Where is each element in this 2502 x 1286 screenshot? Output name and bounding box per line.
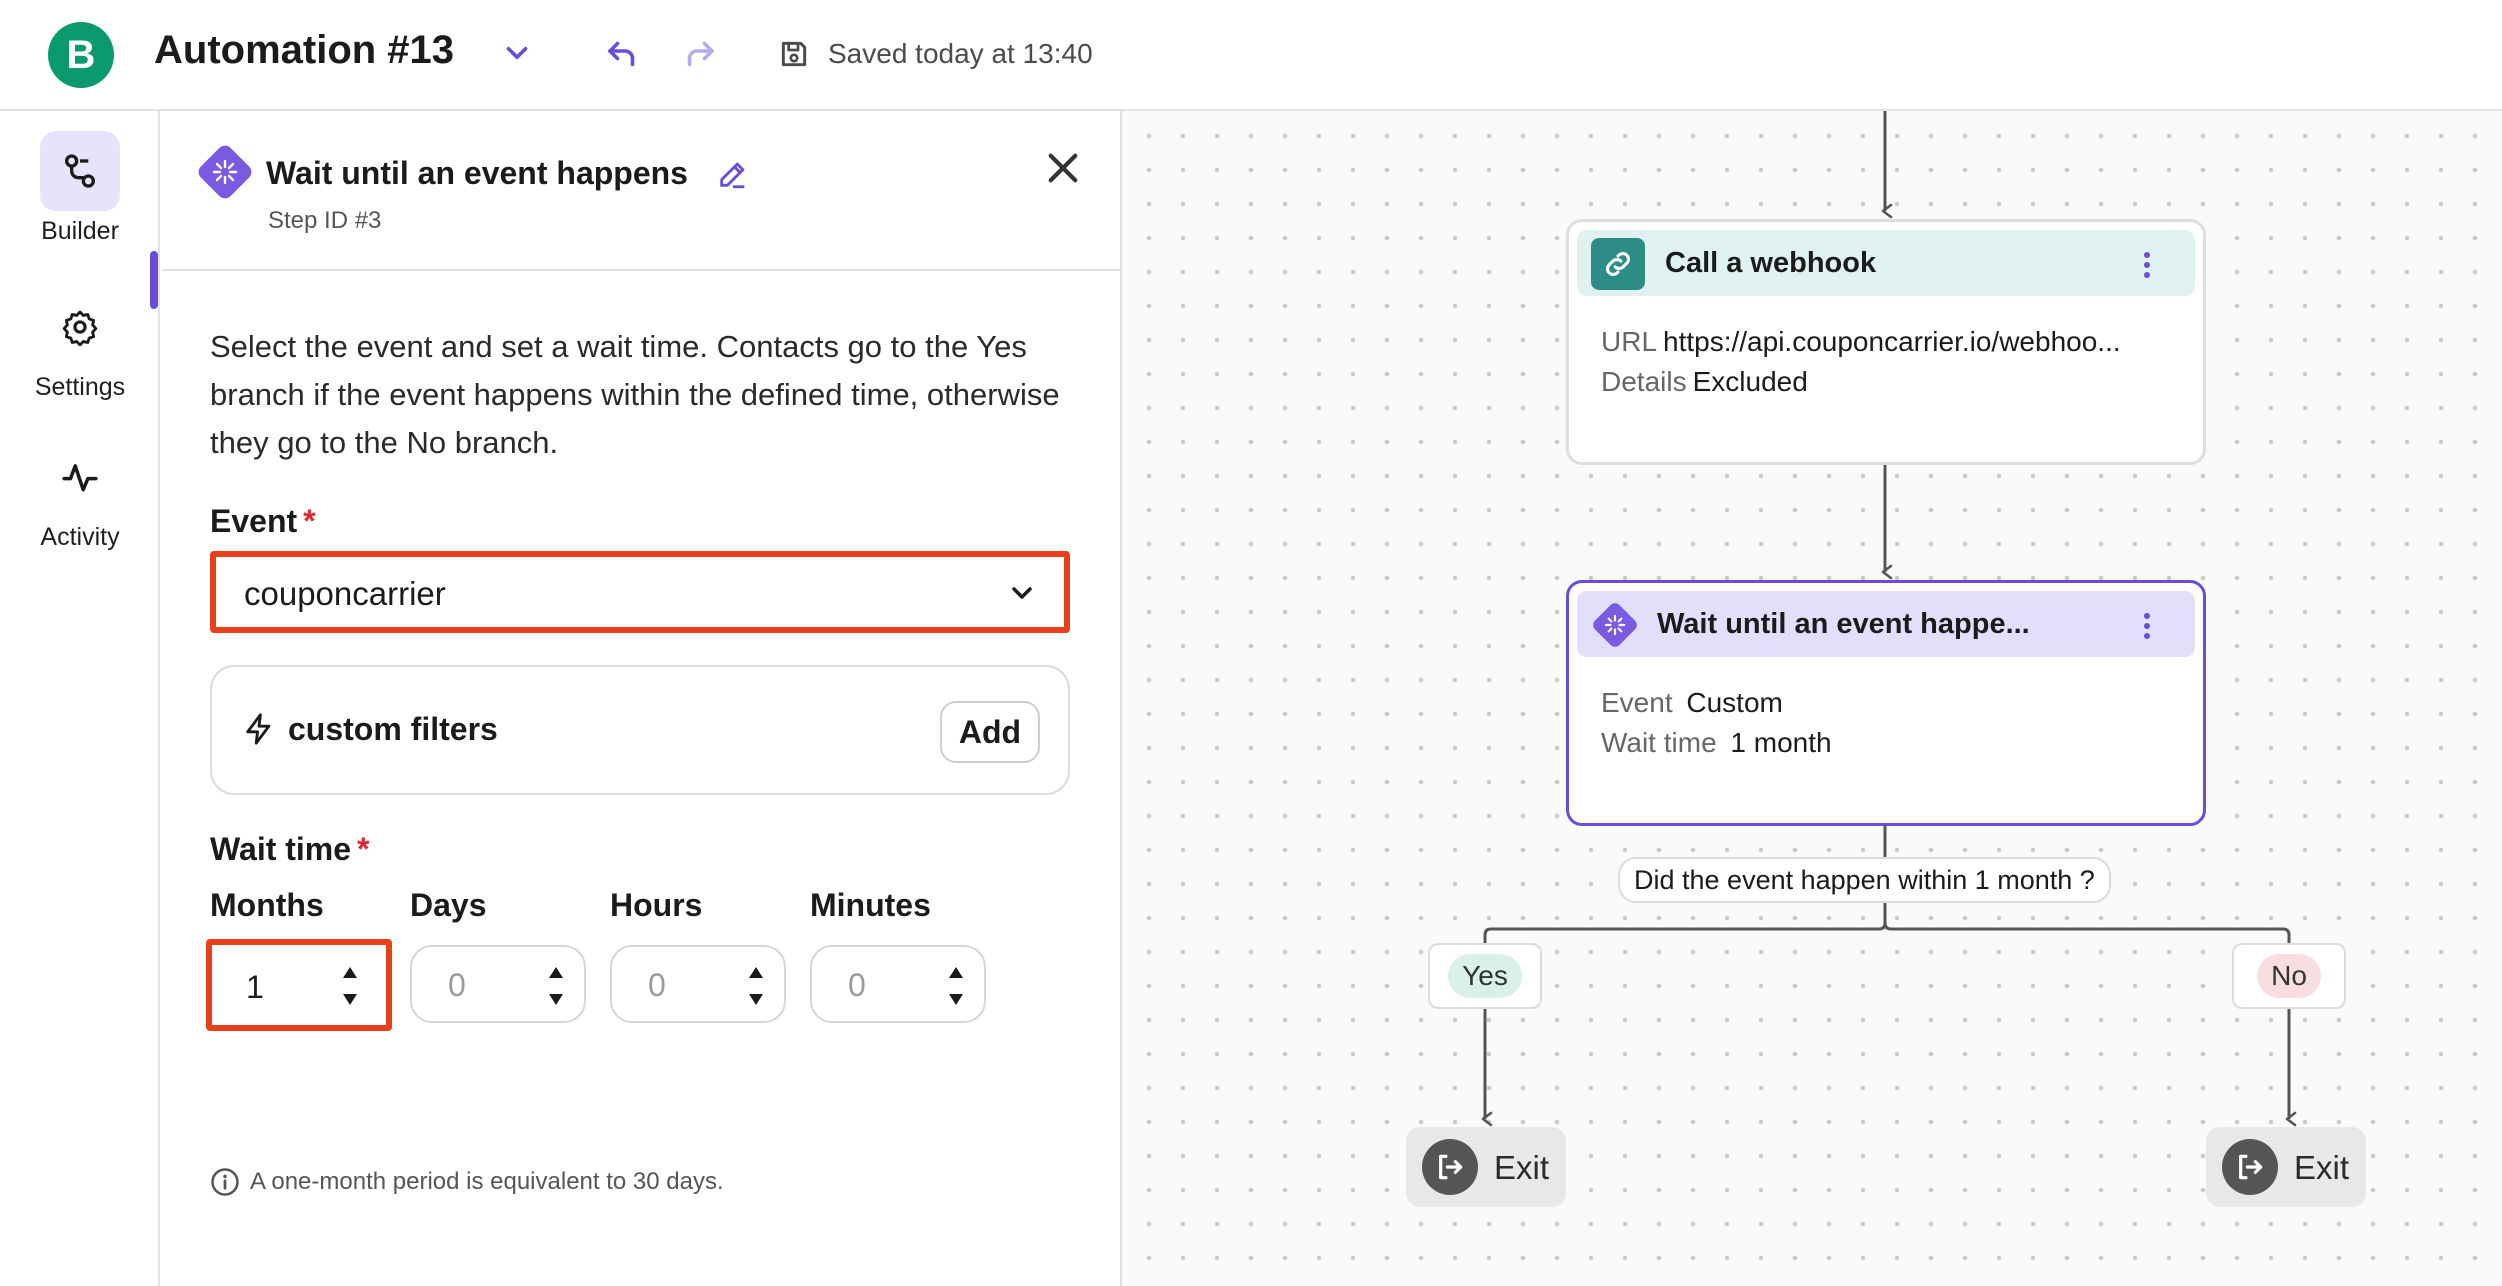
info-icon (211, 1168, 239, 1196)
hours-label: Hours (610, 887, 703, 923)
nav-label-settings: Settings (34, 373, 126, 401)
event-key: Event (1601, 687, 1673, 718)
months-stepper[interactable]: 1 (206, 939, 392, 1031)
exit-icon (1422, 1139, 1478, 1195)
save-icon (781, 41, 807, 67)
wait-event-node[interactable]: Wait until an event happe... Event Custo… (1566, 580, 2206, 826)
add-filter-button[interactable]: Add (940, 701, 1040, 763)
builder-icon (40, 131, 120, 211)
stepper-arrows-icon[interactable] (942, 961, 970, 1011)
undo-icon[interactable] (604, 36, 640, 72)
wait-label-text: Wait time (210, 831, 352, 867)
details-key: Details (1601, 366, 1687, 397)
exit-icon (2222, 1139, 2278, 1195)
stepper-arrows-icon[interactable] (542, 961, 570, 1011)
active-nav-marker (150, 251, 158, 309)
yes-label: Yes (1448, 954, 1522, 998)
step-description: Select the event and set a wait time. Co… (210, 329, 1060, 460)
url-value: https://api.couponcarrier.io/webhoo... (1663, 326, 2121, 357)
redo-icon[interactable] (682, 36, 718, 72)
stepper-arrows-icon[interactable] (336, 961, 364, 1011)
event-field-label: Event* (210, 503, 316, 540)
wait-event-row: Event Custom (1601, 687, 1783, 719)
wait-event-icon (198, 145, 252, 199)
link-icon (1591, 238, 1645, 290)
nav-label-activity: Activity (40, 523, 120, 551)
gear-icon (40, 287, 120, 367)
wait-node-title: Wait until an event happe... (1657, 608, 2030, 640)
nav-item-builder[interactable]: Builder (0, 131, 160, 246)
step-title: Wait until an event happens (266, 155, 688, 191)
wait-time-row: Wait time 1 month (1601, 727, 1832, 759)
minutes-value: 0 (848, 967, 866, 1003)
exit-label: Exit (2294, 1149, 2350, 1186)
event-select-value: couponcarrier (244, 575, 446, 612)
months-value: 1 (246, 969, 264, 1005)
activity-icon (40, 437, 120, 517)
minutes-stepper[interactable]: 0 (810, 945, 986, 1023)
nav-item-settings[interactable]: Settings (0, 287, 160, 402)
wait-event-icon (1593, 603, 1637, 647)
exit-label: Exit (1494, 1149, 1550, 1186)
nav-label-builder: Builder (41, 217, 119, 245)
more-options-icon[interactable] (2141, 611, 2153, 641)
chevron-down-icon (1012, 587, 1032, 599)
webhook-node-header: Call a webhook (1577, 230, 2195, 296)
hours-value: 0 (648, 967, 666, 1003)
event-value: Custom (1686, 687, 1783, 718)
nav-item-activity[interactable]: Activity (0, 437, 160, 552)
saved-status: Saved today at 13:40 (828, 38, 1093, 69)
brand-logo[interactable]: B (48, 22, 114, 88)
panel-header: Wait until an event happens Step ID #3 (162, 111, 1122, 271)
webhook-node-title: Call a webhook (1665, 247, 1877, 279)
details-value: Excluded (1692, 366, 1808, 397)
step-id: Step ID #3 (268, 207, 382, 234)
event-select[interactable]: couponcarrier (210, 551, 1070, 633)
left-navigation: Builder Settings Activity (0, 111, 160, 1286)
logo-letter: B (66, 32, 96, 77)
top-bar: B Automation #13 Saved today at 13:40 (0, 0, 2502, 111)
exit-node-yes[interactable]: Exit (1406, 1127, 1566, 1207)
custom-filters-box: custom filters Add (210, 665, 1070, 795)
lightning-icon (246, 713, 271, 745)
custom-filters-label: custom filters (288, 711, 498, 747)
automation-title[interactable]: Automation #13 (154, 28, 455, 72)
more-options-icon[interactable] (2141, 250, 2153, 280)
no-label: No (2257, 954, 2321, 998)
wait-time-field-label: Wait time* (210, 831, 370, 868)
url-key: URL (1601, 326, 1658, 357)
stepper-arrows-icon[interactable] (742, 961, 770, 1011)
yes-branch[interactable]: Yes (1428, 943, 1542, 1009)
wait-key: Wait time (1601, 727, 1717, 758)
connector-lines (1481, 111, 2297, 1127)
days-stepper[interactable]: 0 (410, 945, 586, 1023)
days-label: Days (410, 887, 487, 923)
no-branch[interactable]: No (2232, 943, 2346, 1009)
minutes-label: Minutes (810, 887, 931, 923)
event-label-text: Event (210, 503, 298, 539)
pencil-icon[interactable] (716, 157, 750, 191)
chevron-down-icon[interactable] (500, 36, 534, 70)
hours-stepper[interactable]: 0 (610, 945, 786, 1023)
hint-text: A one-month period is equivalent to 30 d… (250, 1168, 724, 1195)
wait-time-hint: A one-month period is equivalent to 30 d… (210, 1167, 724, 1197)
required-mark: * (357, 831, 370, 867)
exit-node-no[interactable]: Exit (2206, 1127, 2366, 1207)
branch-question: Did the event happen within 1 month ? (1618, 857, 2111, 903)
step-settings-panel: Wait until an event happens Step ID #3 S… (162, 111, 1122, 1286)
wait-value: 1 month (1730, 727, 1832, 758)
months-label: Months (210, 887, 324, 923)
required-mark: * (303, 503, 316, 539)
days-value: 0 (448, 967, 466, 1003)
wait-node-header: Wait until an event happe... (1577, 591, 2195, 657)
close-icon[interactable] (1042, 147, 1084, 189)
